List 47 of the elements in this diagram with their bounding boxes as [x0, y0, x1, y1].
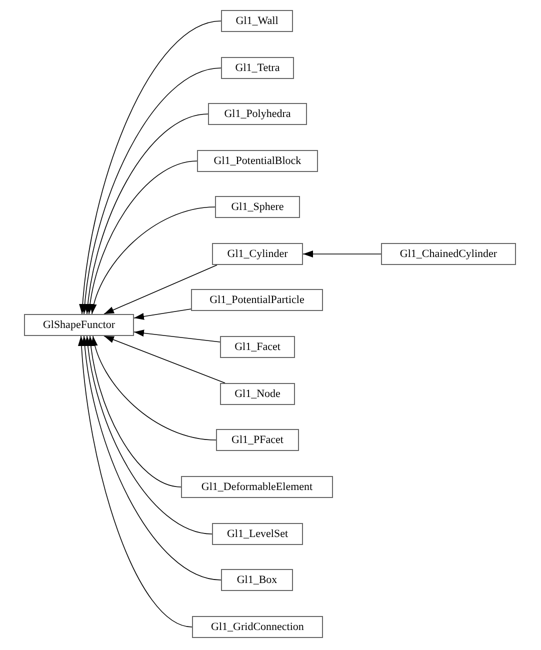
class-box	[212, 243, 303, 265]
inheritance-arrow	[104, 336, 226, 384]
inheritance-arrow	[82, 336, 222, 580]
class-box	[220, 383, 295, 405]
inheritance-arrow	[79, 20, 222, 314]
class-name: Gl1_PotentialBlock	[214, 154, 302, 168]
inheritance-arrow	[82, 68, 222, 314]
class-box	[216, 429, 299, 451]
class-name: Gl1_Wall	[236, 14, 278, 28]
inheritance-arrow	[84, 114, 208, 314]
inheritance-arrow	[104, 264, 218, 314]
class-name: Gl1_Sphere	[231, 200, 284, 214]
class-name: Gl1_PotentialParticle	[210, 294, 304, 306]
class-box	[221, 57, 294, 79]
inheritance-arrow	[92, 336, 216, 440]
class-name: Gl1_Cylinder	[227, 248, 288, 260]
class-name: Gl1_LevelSet	[226, 528, 288, 540]
inheritance-arrow	[134, 308, 192, 320]
inheritance-arrow	[90, 206, 216, 314]
class-name: Gl1_Tetra	[235, 62, 280, 74]
class-name: Gl1_ChainedCylinder	[400, 248, 498, 260]
class-name: GlShapeFunctor	[42, 318, 116, 332]
inheritance-arrow	[84, 336, 212, 534]
class-name: Gl1_PFacet	[232, 434, 284, 446]
class-name: Gl1_Box	[236, 574, 278, 586]
class-box	[221, 10, 293, 32]
inheritance-arrow	[86, 160, 198, 314]
inheritance-arrow	[302, 250, 382, 258]
class-box	[221, 569, 293, 591]
class-box	[191, 289, 323, 311]
class-box	[192, 616, 323, 638]
class-box	[181, 476, 333, 498]
class-name: Gl1_DeformableElement	[201, 480, 313, 494]
class-name: Gl1_Facet	[234, 340, 280, 354]
inheritance-arrow	[88, 336, 182, 488]
class-box	[212, 523, 303, 545]
class-box	[381, 243, 516, 265]
class-name: Gl1_GridConnection	[211, 620, 304, 634]
class-box	[215, 196, 300, 218]
inheritance-arrow	[134, 330, 220, 342]
class-box	[197, 150, 318, 172]
class-name: Gl1_Polyhedra	[224, 108, 291, 120]
class-box	[208, 103, 307, 125]
inheritance-arrow	[78, 336, 192, 628]
class-box	[220, 336, 295, 358]
class-name: Gl1_Node	[234, 388, 280, 400]
class-box	[24, 314, 134, 336]
